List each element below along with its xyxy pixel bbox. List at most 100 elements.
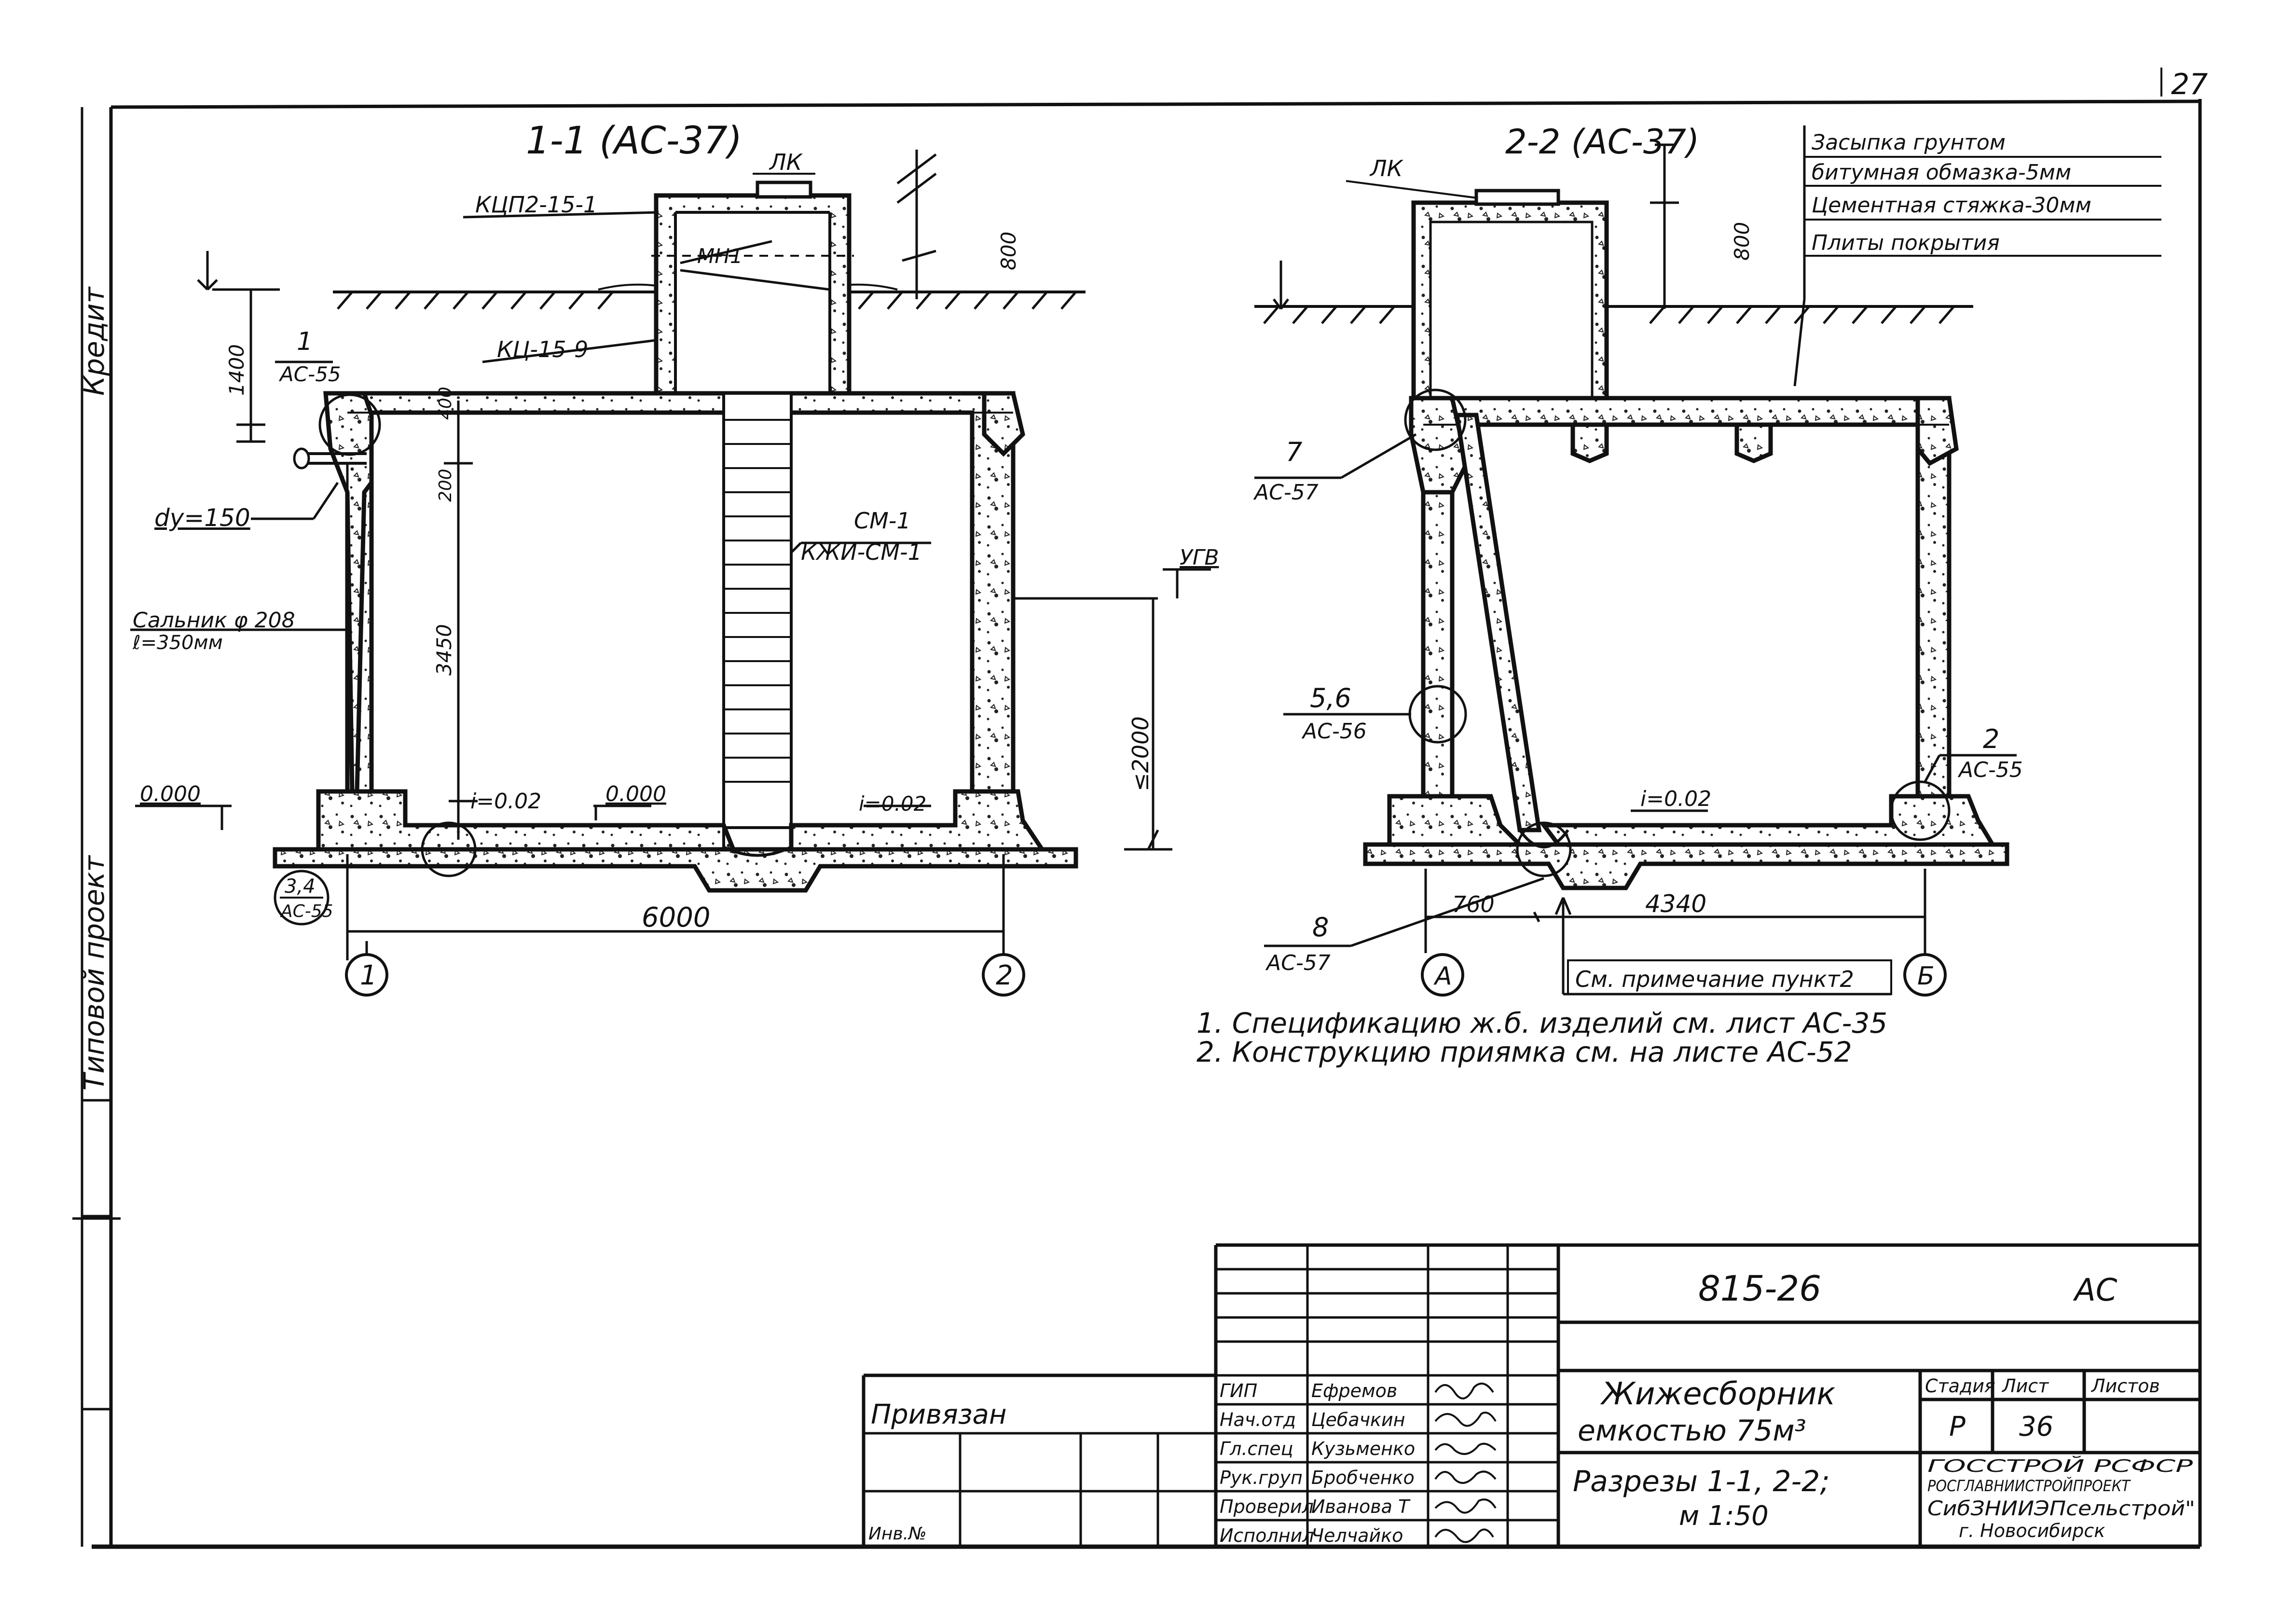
label-slope-2: i=0.02 (1640, 787, 1711, 811)
dims-1 (135, 150, 1211, 960)
role-1: Нач.отд (1220, 1409, 1296, 1430)
label-slope-left: i=0.02 (470, 789, 541, 814)
axis-label-b: Б (1917, 962, 1935, 991)
name-0: Ефремов (1311, 1380, 1397, 1401)
hatch-label-1: ЛК (769, 149, 803, 175)
label-n2-num: 2 (1983, 724, 1999, 754)
base-slab-2 (1363, 794, 2009, 890)
layer-1: битумная обмазка-5мм (1812, 160, 2071, 185)
dim-800: 800 (997, 232, 1020, 270)
leaders-2 (1254, 433, 2017, 947)
label-gland-2: ℓ=350мм (132, 632, 223, 654)
label-slope-right: i=0.02 (859, 792, 926, 816)
org-line-3: СибЗНИИЭПсельстрой" (1927, 1496, 2195, 1520)
dim-6000: 6000 (642, 902, 711, 933)
name-3: Бробченко (1311, 1467, 1415, 1488)
title-block: 815-26 АС Привязан Инв.№ ГИП Нач.отд Гл.… (862, 1243, 2200, 1547)
sheet-no-value: 36 (2019, 1411, 2053, 1442)
dims-2 (1273, 143, 1926, 996)
name-5: Челчайко (1311, 1525, 1403, 1546)
label-node1-ref: АС-55 (278, 362, 341, 386)
leaders-1 (130, 211, 931, 631)
label-node34-ref: АС-55 (280, 901, 333, 921)
inv-no-label: Инв.№ (868, 1524, 927, 1544)
section-1-title: 1-1 (АС-37) (526, 119, 742, 163)
base-slab-1 (273, 789, 1078, 893)
dim-200: 200 (436, 469, 455, 502)
node-circle-8 (1516, 821, 1572, 877)
ladder-1 (722, 392, 793, 829)
dim-2000: ≤2000 (1127, 716, 1154, 791)
label-n7-ref: АС-57 (1253, 480, 1319, 505)
axis-label-2: 2 (996, 960, 1013, 991)
layer-2: Цементная стяжка-30мм (1812, 193, 2091, 218)
axis-bubble-b (1903, 953, 1947, 997)
label-n8-num: 8 (1312, 912, 1329, 942)
sheet-title-2: м 1:50 (1679, 1500, 1769, 1532)
dim-1400: 1400 (225, 344, 248, 396)
pipe-inlet-1 (293, 447, 367, 470)
col-header-stage: Стадия (1925, 1375, 1995, 1397)
axis-bubble-2 (982, 953, 1025, 997)
col-header-sheet: Лист (2001, 1375, 2049, 1397)
note-2: 2. Конструкцию приямка см. на листе АС-5… (1196, 1036, 1852, 1068)
section-2-title: 2-2 (АС-37) (1505, 122, 1699, 162)
role-4: Проверил (1220, 1496, 1314, 1517)
role-5: Исполнил (1220, 1525, 1314, 1546)
role-2: Гл.спец (1220, 1438, 1293, 1459)
name-4: Иванова Т (1311, 1496, 1411, 1517)
sheet-frame: 27 Типовой проект Кредит (72, 68, 2208, 1549)
sheet-title-1: Разрезы 1-1, 2-2; (1573, 1465, 1830, 1498)
node-circle-7 (1404, 388, 1467, 451)
label-gland-1: Сальник φ 208 (133, 608, 295, 633)
label-kcp: КЦП2-15-1 (475, 192, 597, 218)
name-1: Цебачкин (1311, 1409, 1405, 1430)
object-title-2: емкостью 75м³ (1578, 1414, 1806, 1448)
label-stair-2: КЖИ-СМ-1 (801, 539, 922, 565)
org-line-1: ГОССТРОЙ РСФСР (1927, 1456, 2193, 1476)
label-n7-num: 7 (1286, 437, 1302, 467)
axis-label-a: А (1433, 962, 1452, 991)
role-3: Рук.груп (1220, 1467, 1303, 1488)
label-kc: КЦ-15-9 (497, 336, 588, 362)
label-zero-mid: 0.000 (605, 782, 666, 806)
label-n56-ref: АС-56 (1301, 719, 1367, 744)
margin-credit-label: Кредит (78, 286, 110, 396)
tank-body-1 (323, 391, 1025, 794)
role-0: ГИП (1220, 1380, 1257, 1401)
node-circle-1 (318, 393, 381, 456)
dim-760: 760 (1452, 891, 1495, 917)
hatch-label-2: ЛК (1369, 155, 1404, 181)
label-zero-left: 0.000 (140, 782, 201, 806)
privyazan-label: Привязан (871, 1399, 1006, 1430)
access-shaft-1 (651, 180, 854, 396)
label-n56-num: 5,6 (1310, 683, 1351, 713)
section-2-2: 2-2 (АС-37) Засыпка грунтом битумная обм… (1253, 122, 2161, 997)
signatures (1434, 1383, 1497, 1543)
sheet-corner-mark: 27 (2171, 68, 2208, 101)
label-node34-num: 3,4 (285, 875, 316, 898)
org-line-2: РОСГЛАВНИИСТРОЙПРОЕКТ (1927, 1477, 2131, 1495)
layer-0: Засыпка грунтом (1812, 130, 2006, 155)
stage-value: Р (1949, 1411, 1966, 1442)
label-stair-1: СМ-1 (854, 508, 911, 534)
label-n8-ref: АС-57 (1265, 951, 1331, 975)
dim-400: 400 (436, 387, 455, 420)
section-1-1: 1-1 (АС-37) (130, 119, 1219, 997)
col-header-sheets: Листов (2090, 1375, 2160, 1397)
ground-line-2 (1254, 305, 1973, 324)
axis-bubble-a (1421, 953, 1464, 997)
drawing-mark: АС (2073, 1273, 2117, 1308)
layer-legend: Засыпка грунтом битумная обмазка-5мм Цем… (1793, 125, 2161, 387)
org-line-4: г. Новосибирск (1959, 1520, 2105, 1541)
margin-project-label: Типовой проект (78, 855, 110, 1091)
layer-3: Плиты покрытия (1812, 231, 2000, 255)
access-shaft-2 (1411, 189, 1609, 401)
node-circle-2 (1890, 780, 1951, 841)
name-2: Кузьменко (1311, 1438, 1415, 1459)
label-mn: МН1 (697, 244, 743, 268)
label-node1-num: 1 (297, 327, 313, 356)
object-title-1: Жижесборник (1600, 1376, 1835, 1412)
project-code: 815-26 (1698, 1268, 1821, 1309)
